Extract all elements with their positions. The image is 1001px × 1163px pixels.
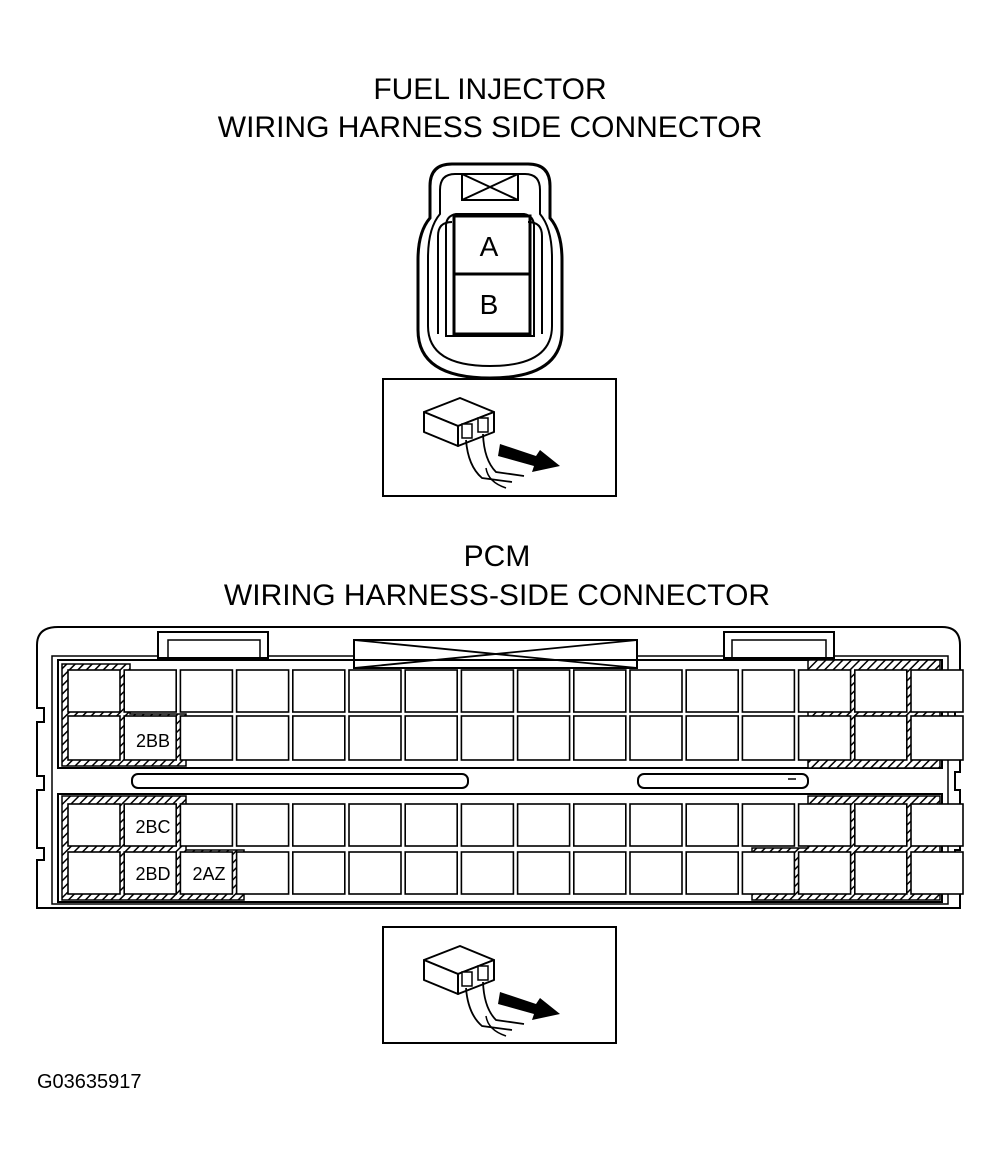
pcm-pin-cell bbox=[235, 669, 290, 713]
injector-title-line2: WIRING HARNESS SIDE CONNECTOR bbox=[218, 111, 763, 144]
pcm-pin-cell bbox=[910, 803, 964, 847]
pcm-pin-cell bbox=[629, 715, 683, 761]
pcm-pin-cell bbox=[404, 803, 459, 847]
pcm-pin-cell bbox=[235, 851, 290, 895]
pcm-pin-cell bbox=[685, 851, 740, 895]
pcm-pin-cell bbox=[910, 851, 964, 895]
pcm-pin-2az-label: 2AZ bbox=[192, 864, 225, 884]
pcm-pin-cell bbox=[741, 715, 796, 761]
pcm-pin-cell bbox=[291, 715, 346, 761]
pcm-pin-cell bbox=[123, 669, 177, 713]
injector-pin-a-label: A bbox=[480, 231, 499, 262]
pcm-connector bbox=[36, 626, 964, 909]
pcm-pin-cell bbox=[572, 669, 627, 713]
pcm-pin-cell bbox=[910, 669, 964, 713]
pcm-pin-cell bbox=[572, 803, 627, 847]
pcm-pin-cell bbox=[516, 851, 571, 895]
pcm-pin-cell bbox=[741, 669, 796, 713]
pcm-pin-cell bbox=[460, 669, 515, 713]
pcm-pin-cell bbox=[123, 803, 177, 847]
pcm-pin-cell bbox=[516, 715, 571, 761]
pcm-pin-cell bbox=[853, 851, 908, 895]
injector-pin-b-label: B bbox=[480, 289, 499, 320]
pcm-pin-cell bbox=[797, 669, 852, 713]
pcm-pin-cell bbox=[685, 803, 740, 847]
injector-title-line1: FUEL INJECTOR bbox=[373, 73, 606, 106]
probe-view-icon bbox=[382, 926, 617, 1044]
pcm-pin-cell bbox=[741, 803, 796, 847]
pcm-pin-cell bbox=[179, 715, 234, 761]
pcm-title-line1: PCM bbox=[464, 540, 531, 573]
pcm-pin-cell bbox=[685, 715, 740, 761]
pcm-pin-cell bbox=[179, 803, 234, 847]
pcm-pin-cell bbox=[853, 715, 908, 761]
pcm-pin-cell bbox=[348, 715, 402, 761]
pcm-pin-cell bbox=[179, 669, 234, 713]
probe-view-icon bbox=[382, 378, 617, 497]
pcm-pin-cell bbox=[404, 669, 459, 713]
pcm-pin-cell bbox=[179, 851, 234, 895]
pcm-pin-cell bbox=[516, 803, 571, 847]
pcm-pin-cell bbox=[348, 803, 402, 847]
pcm-pin-cell bbox=[348, 851, 402, 895]
pcm-pin-cell bbox=[572, 715, 627, 761]
pcm-pin-cell bbox=[291, 851, 346, 895]
pcm-pin-2bb-label: 2BB bbox=[136, 731, 170, 751]
pcm-pin-cell bbox=[67, 715, 121, 761]
figure-code: G03635917 bbox=[37, 1071, 142, 1093]
pcm-pin-cell bbox=[291, 669, 346, 713]
injector-pin-b bbox=[452, 272, 532, 336]
pcm-pin-cell bbox=[460, 851, 515, 895]
pcm-pin-cell bbox=[629, 851, 683, 895]
pcm-pin-cell bbox=[516, 669, 571, 713]
pcm-pin-cell bbox=[67, 803, 121, 847]
pcm-pin-2bd-label: 2BD bbox=[135, 864, 170, 884]
pcm-pin-cell bbox=[572, 851, 627, 895]
pcm-title-line2: WIRING HARNESS-SIDE CONNECTOR bbox=[224, 579, 770, 612]
pcm-pin-cell bbox=[404, 715, 459, 761]
pcm-pin-cell bbox=[741, 851, 796, 895]
pcm-pin-cell bbox=[123, 851, 177, 895]
pcm-pin-cell bbox=[797, 715, 852, 761]
pcm-pin-cell bbox=[797, 851, 852, 895]
pcm-pin-cell bbox=[67, 851, 121, 895]
pcm-pin-cell bbox=[910, 715, 964, 761]
pcm-pin-cell bbox=[235, 715, 290, 761]
pcm-pin-cell bbox=[853, 669, 908, 713]
pcm-pin-cell bbox=[291, 803, 346, 847]
pcm-pin-cell bbox=[348, 669, 402, 713]
pcm-pin-cell bbox=[685, 669, 740, 713]
pcm-pin-cell bbox=[67, 669, 121, 713]
pcm-pin-cell bbox=[235, 803, 290, 847]
pcm-pin-cell bbox=[460, 803, 515, 847]
pcm-pin-cell bbox=[797, 803, 852, 847]
pcm-pin-cell bbox=[460, 715, 515, 761]
injector-connector bbox=[416, 162, 564, 380]
pcm-pin-2bc-label: 2BC bbox=[135, 817, 170, 837]
pcm-pin-cell bbox=[123, 715, 177, 761]
pcm-pin-cell bbox=[853, 803, 908, 847]
pcm-pin-cell bbox=[404, 851, 459, 895]
pcm-pin-cell bbox=[629, 803, 683, 847]
pcm-pin-cell bbox=[629, 669, 683, 713]
